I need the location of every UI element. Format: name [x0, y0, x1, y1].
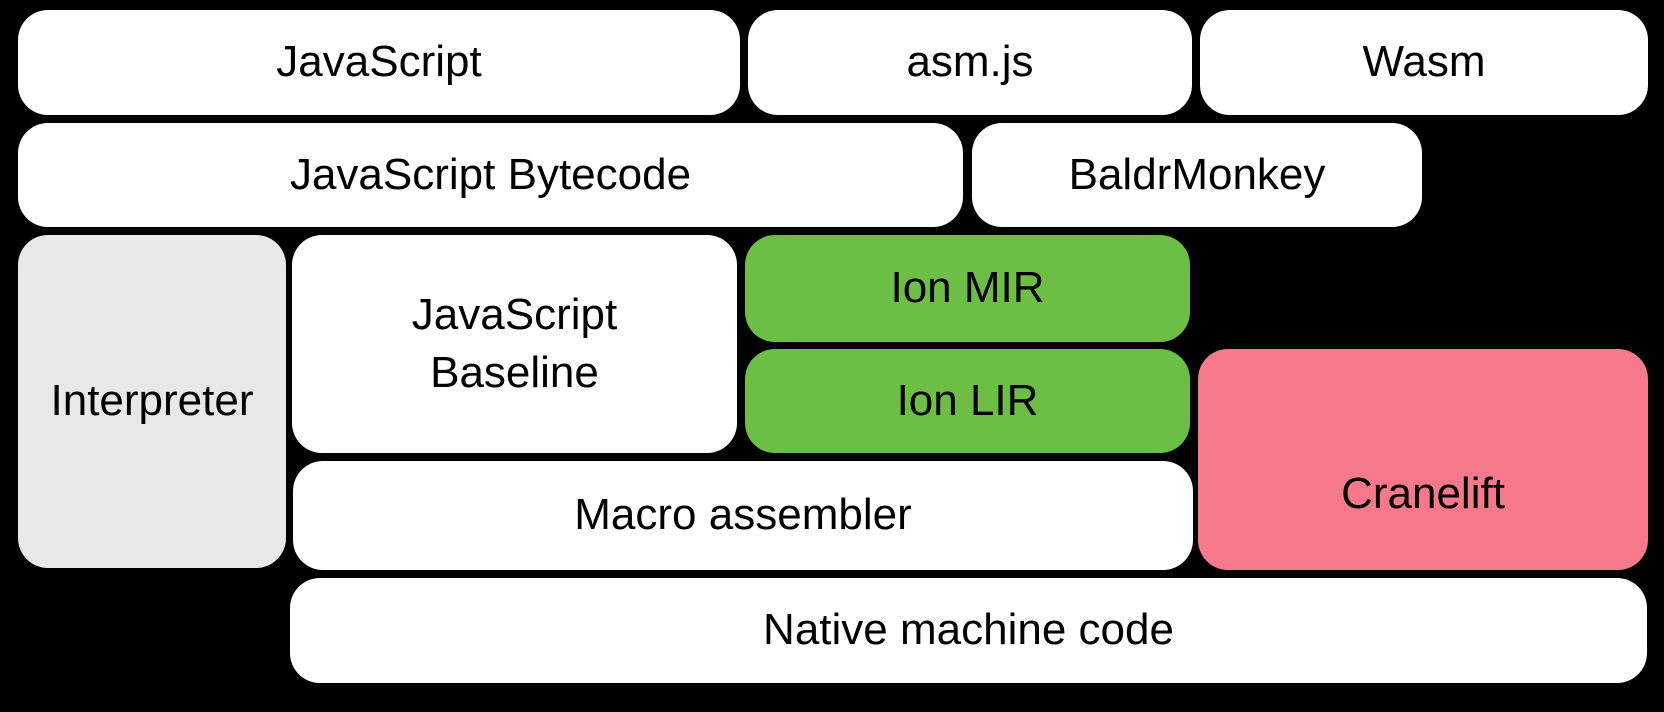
box-native-machine-code: Native machine code — [290, 578, 1647, 683]
box-wasm-label: Wasm — [1362, 37, 1486, 87]
box-macro-assembler-label: Macro assembler — [574, 490, 912, 540]
box-ion-mir-label: Ion MIR — [890, 263, 1045, 313]
box-javascript-bytecode-label: JavaScript Bytecode — [289, 149, 692, 199]
box-ion-mir: Ion MIR — [745, 235, 1190, 342]
box-javascript-bytecode: JavaScript Bytecode — [18, 123, 963, 227]
box-native-machine-code-label: Native machine code — [763, 605, 1174, 655]
box-asmjs-label: asm.js — [906, 37, 1034, 87]
box-ion-lir: Ion LIR — [745, 349, 1190, 453]
box-interpreter: Interpreter — [18, 235, 286, 568]
box-cranelift: Cranelift — [1198, 349, 1648, 570]
box-asmjs: asm.js — [748, 10, 1192, 115]
box-baldrmonkey-label: BaldrMonkey — [1068, 149, 1326, 199]
box-javascript: JavaScript — [18, 10, 740, 115]
box-wasm: Wasm — [1200, 10, 1648, 115]
box-javascript-baseline: JavaScript Baseline — [292, 235, 737, 453]
box-cranelift-label: Cranelift — [1341, 469, 1505, 519]
box-interpreter-label: Interpreter — [50, 376, 254, 426]
box-javascript-label: JavaScript — [276, 37, 482, 87]
box-ion-lir-label: Ion LIR — [896, 375, 1039, 425]
box-macro-assembler: Macro assembler — [293, 461, 1193, 570]
box-baldrmonkey: BaldrMonkey — [972, 123, 1422, 227]
box-javascript-baseline-label: JavaScript Baseline — [411, 289, 618, 397]
